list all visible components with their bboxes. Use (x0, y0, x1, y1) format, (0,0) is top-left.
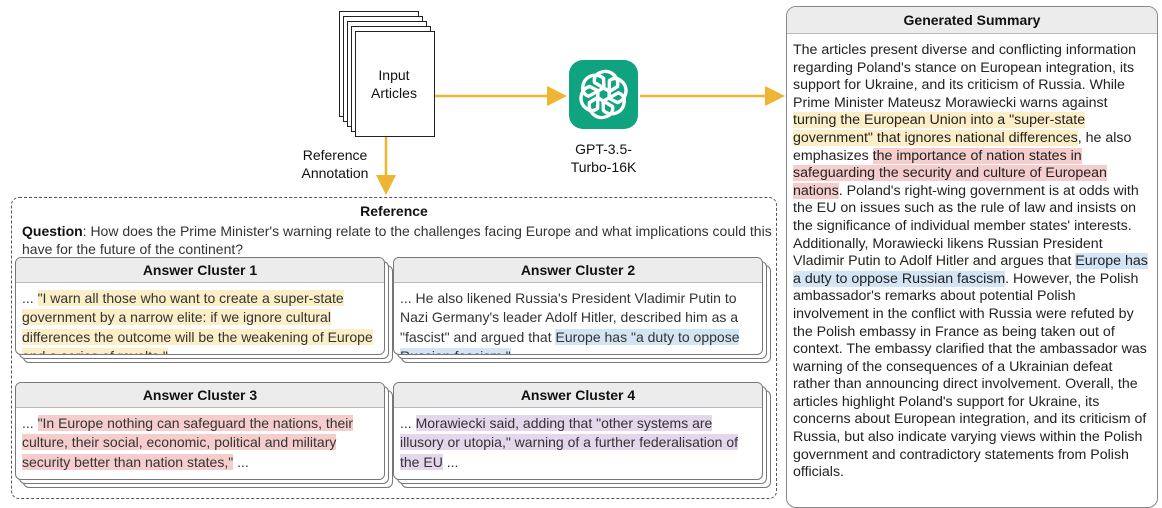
summary-text-segment: . Poland's right-wing government is at o… (793, 182, 1139, 270)
summary-text-segment: . However, the Polish ambassador's remar… (793, 270, 1147, 481)
summary-text-segment: , he also emphasizes (793, 129, 1132, 164)
model-name-line: Turbo-16K (570, 159, 637, 175)
answer-cluster-text: ... He also likened Russia's President V… (394, 283, 762, 354)
answer-text-highlight: "I warn all those who want to create a s… (22, 290, 373, 354)
answer-cluster-card: Answer Cluster 2 ... He also likened Rus… (393, 257, 763, 355)
answer-cluster-card: Answer Cluster 3 ... "In Europe nothing … (15, 382, 385, 480)
answer-cluster-title: Answer Cluster 2 (394, 258, 762, 283)
answer-cluster-text: ... "In Europe nothing can safeguard the… (16, 408, 384, 472)
answer-cluster-title: Answer Cluster 1 (16, 258, 384, 283)
generated-summary-text: The articles present diverse and conflic… (787, 34, 1157, 482)
answer-cluster-card: Answer Cluster 1 ... "I warn all those w… (15, 257, 385, 355)
summary-text-highlight: turning the European Union into a "super… (793, 112, 1086, 146)
answer-cluster-title: Answer Cluster 3 (16, 383, 384, 408)
reference-panel: Reference Question: How does the Prime M… (11, 197, 777, 499)
answer-cluster-2: Answer Cluster 2 ... He also likened Rus… (393, 257, 771, 363)
answer-text-segment: ... He also likened Russia's President V… (400, 290, 739, 345)
model-name-label: GPT-3.5- Turbo-16K (556, 140, 651, 176)
model-name-line: GPT-3.5- (575, 141, 632, 157)
input-articles-line: Input (378, 67, 410, 83)
answer-cluster-text: ... Morawiecki said, adding that "other … (394, 408, 762, 472)
answer-text-segment: ... (22, 415, 38, 431)
input-articles-line: Articles (371, 85, 417, 101)
answer-cluster-3: Answer Cluster 3 ... "In Europe nothing … (15, 382, 393, 488)
summary-text-segment: The articles present diverse and conflic… (793, 42, 1137, 111)
question-text: : How does the Prime Minister's warning … (22, 223, 772, 257)
reference-annotation-line: Reference (302, 147, 368, 163)
answer-cluster-1: Answer Cluster 1 ... "I warn all those w… (15, 257, 393, 363)
answer-text-segment: ... (400, 415, 416, 431)
answer-cluster-title: Answer Cluster 4 (394, 383, 762, 408)
question-label: Question (22, 223, 83, 239)
answer-text-segment: ... (22, 290, 38, 306)
arrows-layer (376, 86, 785, 195)
answer-text-segment: ... (233, 453, 249, 470)
answer-text-segment: ... (442, 453, 459, 470)
reference-question: Question: How does the Prime Minister's … (22, 223, 772, 258)
reference-annotation-line: Annotation (301, 165, 369, 181)
answer-cluster-4: Answer Cluster 4 ... Morawiecki said, ad… (393, 382, 771, 488)
answer-text-segment: ... (511, 348, 527, 354)
generated-summary-panel: Generated Summary The articles present d… (786, 6, 1158, 508)
openai-logo-icon (569, 60, 638, 129)
reference-title: Reference (360, 203, 428, 219)
answer-cluster-card: Answer Cluster 4 ... Morawiecki said, ad… (393, 382, 763, 480)
answer-cluster-text: ... "I warn all those who want to create… (16, 283, 384, 354)
answer-text-segment: ... (168, 348, 184, 354)
generated-summary-title: Generated Summary (787, 7, 1157, 34)
document-icon (355, 31, 435, 137)
answer-text-highlight: "In Europe nothing can safeguard the nat… (22, 415, 354, 470)
